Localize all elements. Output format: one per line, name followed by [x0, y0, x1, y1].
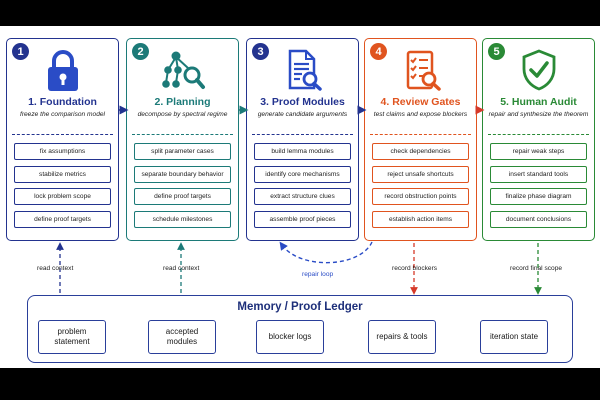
task-item: lock problem scope	[14, 188, 111, 205]
stage-divider	[488, 134, 589, 135]
stage-divider	[252, 134, 353, 135]
task-item: reject unsafe shortcuts	[372, 165, 469, 183]
shield-check-icon	[483, 47, 594, 93]
stage-planning: 2 2. Planning decompose by spectral regi…	[126, 38, 239, 241]
stage-task-list: fix assumptions stabilize metrics lock p…	[14, 143, 111, 233]
task-item: schedule milestones	[134, 210, 231, 228]
task-item: extract structure clues	[254, 188, 351, 205]
ledger-title: Memory / Proof Ledger	[237, 301, 363, 313]
document-search-icon	[247, 47, 358, 93]
stage-title: 3. Proof Modules	[260, 96, 345, 108]
stage-subtitle: generate candidate arguments	[257, 111, 348, 118]
stage-number-badge: 3	[252, 43, 269, 60]
ledger-item-iteration-state: iteration state	[480, 320, 548, 354]
stage-title: 4. Review Gates	[380, 96, 461, 108]
lock-icon	[7, 47, 118, 93]
stage-task-list: split parameter cases separate boundary …	[134, 143, 231, 233]
stage-number-badge: 5	[488, 43, 505, 60]
checklist-search-icon	[365, 47, 476, 93]
ledger-item-blocker-logs: blocker logs	[256, 320, 324, 354]
connector-label-record-final-scope: record final scope	[510, 265, 563, 272]
stage-title: 5. Human Audit	[500, 96, 577, 108]
stage-number-badge: 1	[12, 43, 29, 60]
connector-label-repair-loop: repair loop	[302, 271, 334, 278]
connector-label-record-blockers: record blockers	[392, 265, 438, 272]
task-item: repair weak steps	[490, 143, 587, 160]
task-item: build lemma modules	[254, 143, 351, 160]
stage-human-audit: 5 5. Human Audit repair and synthesize t…	[482, 38, 595, 241]
stage-task-list: build lemma modules identify core mechan…	[254, 143, 351, 233]
stage-subtitle: repair and synthesize the theorem	[488, 111, 589, 118]
stage-task-list: repair weak steps insert standard tools …	[490, 143, 587, 233]
connector-label-read-context-1: read context	[37, 265, 74, 272]
task-item: check dependencies	[372, 143, 469, 160]
task-item: define proof targets	[14, 210, 111, 228]
stage-title: 1. Foundation	[28, 96, 97, 108]
task-item: separate boundary behavior	[134, 165, 231, 183]
ledger-item-accepted-modules: accepted modules	[148, 320, 216, 354]
stage-review-gates: 4 4. Review Gates test claims and expose…	[364, 38, 477, 241]
stage-foundation: 1 1. Foundation freeze the comparison mo…	[6, 38, 119, 241]
task-item: document conclusions	[490, 210, 587, 228]
ledger-item-problem-statement: problem statement	[38, 320, 106, 354]
task-item: identify core mechanisms	[254, 165, 351, 183]
stage-proof-modules: 3 3. Proof Modules generate candidate ar…	[246, 38, 359, 241]
task-item: insert standard tools	[490, 165, 587, 183]
stage-divider	[12, 134, 113, 135]
stage-subtitle: decompose by spectral regime	[137, 111, 228, 118]
task-item: split parameter cases	[134, 143, 231, 160]
stage-divider	[132, 134, 233, 135]
task-item: fix assumptions	[14, 143, 111, 160]
top-letterbox	[0, 0, 600, 26]
stage-title: 2. Planning	[154, 96, 211, 108]
task-item: assemble proof pieces	[254, 210, 351, 228]
ledger-item-repairs-tools: repairs & tools	[368, 320, 436, 354]
stage-divider	[370, 134, 471, 135]
connector-label-read-context-2: read context	[163, 265, 200, 272]
stage-subtitle: test claims and expose blockers	[373, 111, 468, 118]
stage-number-badge: 2	[132, 43, 149, 60]
bottom-letterbox	[0, 368, 600, 400]
stage-subtitle: freeze the comparison model	[19, 111, 106, 118]
stage-task-list: check dependencies reject unsafe shortcu…	[372, 143, 469, 233]
memory-proof-ledger: Memory / Proof Ledger problem statement …	[27, 295, 573, 363]
stage-number-badge: 4	[370, 43, 387, 60]
tree-magnifier-icon	[127, 47, 238, 93]
repair-loop-arrow	[279, 241, 373, 264]
task-item: record obstruction points	[372, 188, 469, 205]
task-item: establish action items	[372, 210, 469, 228]
task-item: stabilize metrics	[14, 165, 111, 183]
task-item: define proof targets	[134, 188, 231, 205]
task-item: finalize phase diagram	[490, 188, 587, 205]
